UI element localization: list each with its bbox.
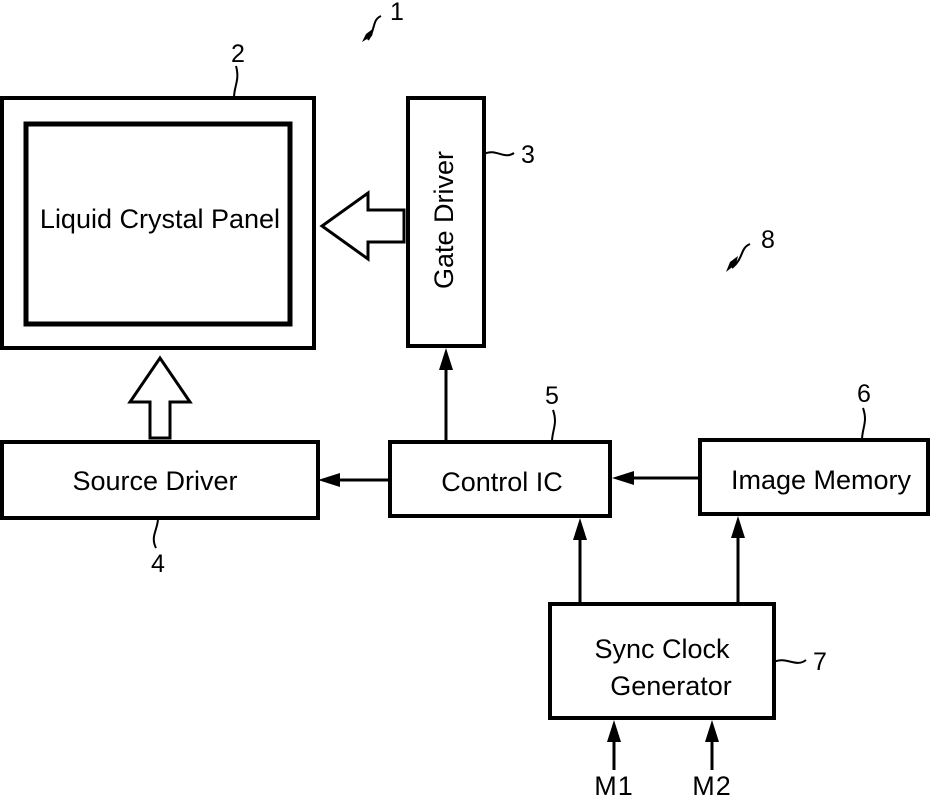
source-driver: Source Driver 4: [2, 442, 318, 578]
liquid-crystal-panel: Liquid Crystal Panel 2: [2, 40, 314, 348]
liquid-crystal-panel-label: Liquid Crystal Panel: [40, 204, 280, 234]
sync-clock-generator-label-line1: Sync Clock: [594, 634, 730, 664]
sync-clock-generator: Sync Clock Generator 7: [550, 604, 827, 718]
gate-driver-label: Gate Driver: [429, 151, 459, 289]
input-m2: M2: [692, 720, 732, 796]
ref-4-label: 4: [151, 550, 165, 578]
gate-driver: Gate Driver 3: [408, 98, 535, 346]
hollow-arrow-up: [130, 358, 190, 438]
input-m1: M1: [594, 720, 634, 796]
sync-clock-generator-label-line2: Generator: [610, 671, 732, 701]
ref-device: 1: [362, 0, 404, 42]
input-m2-label: M2: [692, 771, 732, 796]
ref-subsystem: 8: [726, 226, 775, 272]
ref-5-label: 5: [545, 382, 559, 410]
connector-control-to-source: [318, 473, 390, 487]
connector-control-to-gate: [439, 348, 453, 442]
image-memory-label: Image Memory: [731, 465, 912, 495]
ref-7-label: 7: [813, 648, 827, 676]
hollow-arrow-left: [322, 193, 404, 259]
ref-2-label: 2: [231, 40, 245, 68]
input-m1-label: M1: [594, 771, 634, 796]
ref-3-label: 3: [521, 141, 535, 169]
ref-1-label: 1: [390, 0, 404, 26]
connector-sync-to-memory: [731, 516, 745, 604]
control-ic: Control IC 5: [390, 382, 610, 516]
source-driver-label: Source Driver: [72, 466, 237, 496]
ref-6-label: 6: [857, 380, 871, 408]
image-memory: Image Memory 6: [700, 380, 928, 514]
connector-sync-to-control: [573, 518, 587, 604]
ref-8-label: 8: [761, 226, 775, 254]
connector-memory-to-control: [612, 471, 700, 485]
control-ic-label: Control IC: [441, 467, 563, 497]
